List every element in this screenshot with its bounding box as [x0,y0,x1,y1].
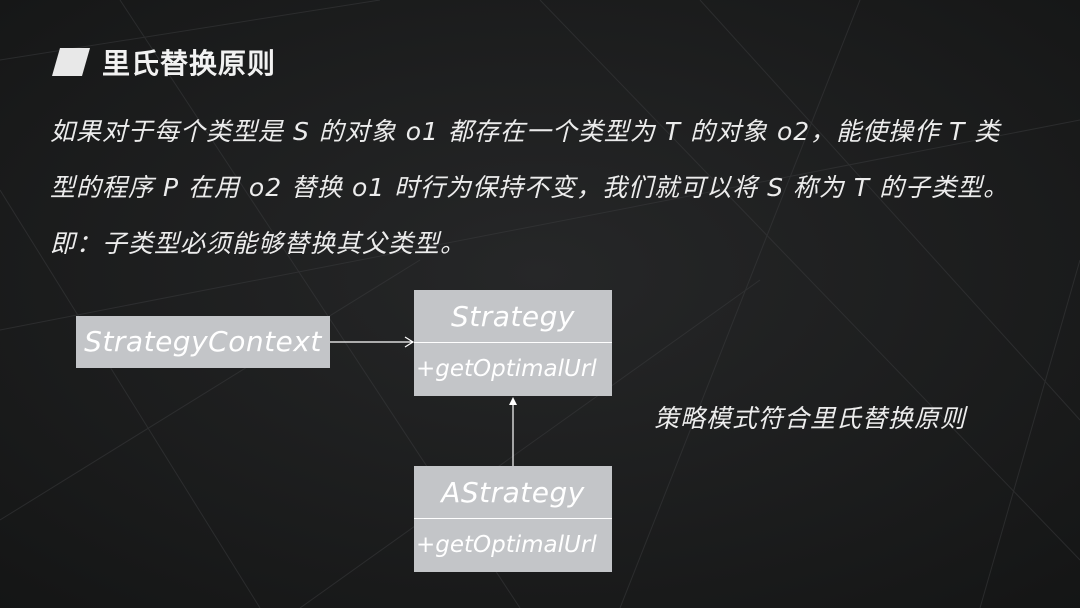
strategy-class-name: Strategy [414,290,612,343]
definition-line-2: 型的程序 P 在用 o2 替换 o1 时行为保持不变，我们就可以将 S 称为 T… [50,173,1010,202]
strategy-context-box: StrategyContext [76,316,330,368]
title-marker-icon [52,48,90,76]
strategy-class-method: +getOptimalUrl [416,356,597,382]
summary-line: 即：子类型必须能够替换其父类型。 [50,229,467,258]
astrategy-class-name: AStrategy [414,466,612,519]
slide-header: 里氏替换原则 [52,40,276,84]
slide-title: 里氏替换原则 [102,47,277,80]
diagram-caption: 策略模式符合里氏替换原则 [654,404,967,433]
astrategy-class-method: +getOptimalUrl [416,532,597,558]
strategy-class-box: Strategy +getOptimalUrl [414,290,612,396]
definition-line-1: 如果对于每个类型是 S 的对象 o1 都存在一个类型为 T 的对象 o2，能使操… [50,117,1001,146]
astrategy-class-box: AStrategy +getOptimalUrl [414,466,612,572]
